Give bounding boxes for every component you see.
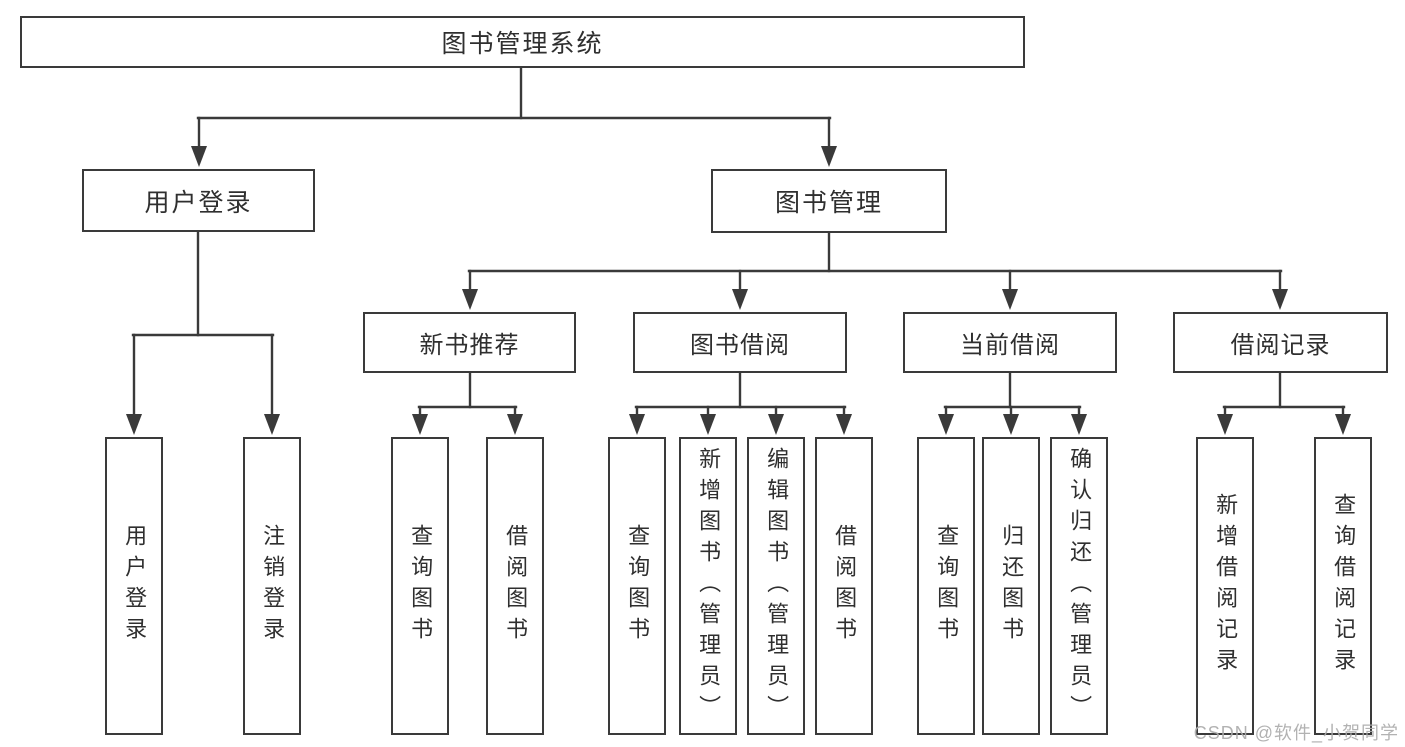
node-book-management-label: 图书管理 [774, 189, 883, 217]
node-book-borrow-label: 图书借阅 [690, 332, 790, 359]
connector-user-login-branch [131, 229, 275, 421]
connector-root-to-level2 [196, 66, 832, 153]
leaf-bb-borrow-books: 借阅图书 [815, 437, 873, 735]
node-new-book-recommend-label: 新书推荐 [419, 332, 520, 359]
connector-book-borrow-branch [634, 371, 847, 421]
leaf-bb-borrow-books-label: 借阅图书 [832, 524, 858, 648]
leaf-bb-query-books-label: 查询图书 [625, 524, 651, 648]
leaf-logout: 注销登录 [243, 437, 301, 735]
connector-book-management-branch [467, 231, 1283, 296]
node-user-login-label: 用户登录 [144, 188, 253, 217]
leaf-cb-confirm-return-admin-label: 确认归还（管理员） [1067, 446, 1093, 726]
connector-borrow-records-branch [1222, 371, 1346, 421]
leaf-cb-query-books: 查询图书 [917, 437, 975, 735]
leaf-br-query-borrow-record: 查询借阅记录 [1314, 437, 1372, 735]
leaf-user-login-label: 用户登录 [122, 524, 148, 648]
leaf-nb-query-books-label: 查询图书 [408, 524, 434, 648]
node-root: 图书管理系统 [20, 16, 1025, 68]
leaf-br-add-borrow-record-label: 新增借阅记录 [1213, 493, 1239, 679]
leaf-logout-label: 注销登录 [260, 524, 286, 648]
connector-current-borrow-branch [943, 371, 1082, 421]
node-book-management: 图书管理 [711, 169, 947, 233]
leaf-cb-return-books: 归还图书 [982, 437, 1040, 735]
leaf-bb-add-books-admin-label: 新增图书（管理员） [696, 446, 722, 726]
node-user-login: 用户登录 [82, 169, 315, 232]
leaf-bb-edit-books-admin: 编辑图书（管理员） [747, 437, 805, 735]
leaf-cb-confirm-return-admin: 确认归还（管理员） [1050, 437, 1108, 735]
leaf-br-query-borrow-record-label: 查询借阅记录 [1331, 493, 1357, 679]
watermark: CSDN @软件_小贺同学 [1193, 723, 1399, 743]
node-book-borrow: 图书借阅 [633, 312, 847, 373]
leaf-nb-borrow-books: 借阅图书 [486, 437, 544, 735]
leaf-bb-query-books: 查询图书 [608, 437, 666, 735]
connector-new-book-recommend-branch [417, 371, 518, 421]
node-borrow-records: 借阅记录 [1173, 312, 1388, 373]
leaf-nb-query-books: 查询图书 [391, 437, 449, 735]
node-borrow-records-label: 借阅记录 [1230, 332, 1331, 359]
node-new-book-recommend: 新书推荐 [363, 312, 576, 373]
leaf-nb-borrow-books-label: 借阅图书 [503, 524, 529, 648]
node-current-borrow-label: 当前借阅 [960, 332, 1060, 359]
leaf-cb-query-books-label: 查询图书 [934, 524, 960, 648]
leaf-br-add-borrow-record: 新增借阅记录 [1196, 437, 1254, 735]
leaf-bb-edit-books-admin-label: 编辑图书（管理员） [764, 446, 790, 726]
node-current-borrow: 当前借阅 [903, 312, 1117, 373]
leaf-bb-add-books-admin: 新增图书（管理员） [679, 437, 737, 735]
node-root-label: 图书管理系统 [441, 30, 604, 58]
leaf-user-login: 用户登录 [105, 437, 163, 735]
leaf-cb-return-books-label: 归还图书 [999, 524, 1025, 648]
arrowheads [126, 146, 1351, 435]
